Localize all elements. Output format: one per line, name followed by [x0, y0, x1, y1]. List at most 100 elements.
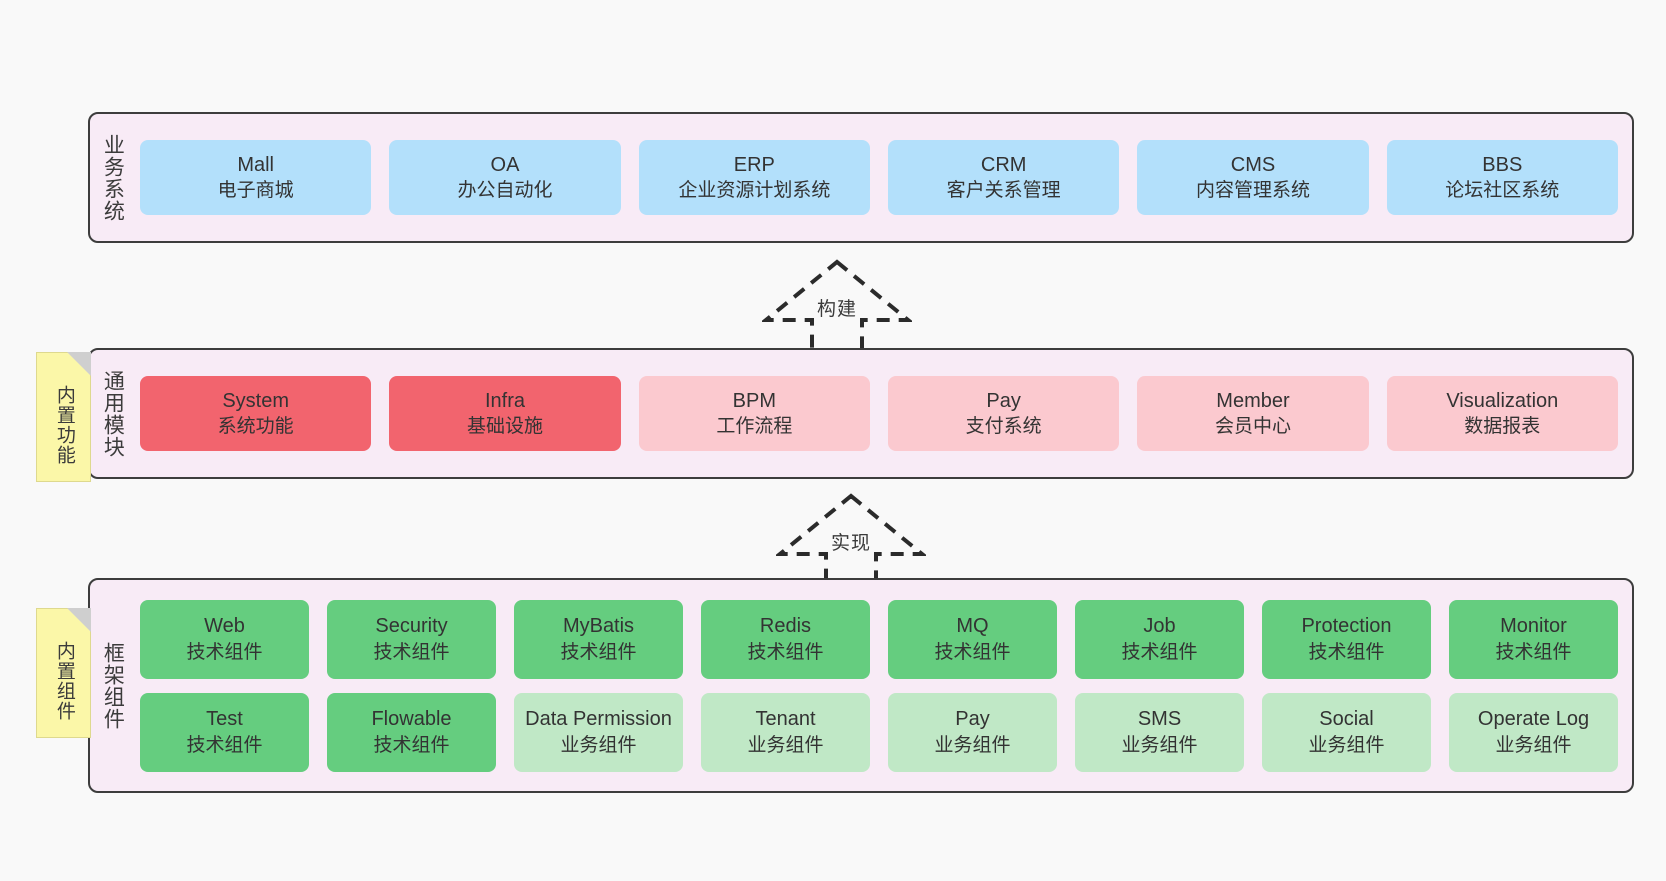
card-en-label: Tenant	[755, 708, 816, 731]
card-en-label: Flowable	[371, 708, 452, 731]
business-row: Mall 电子商城 OA 办公自动化 ERP 企业资源计划系统 CRM 客户关系…	[140, 140, 1618, 215]
card-en-label: Pay	[955, 708, 990, 731]
card-en-label: CRM	[980, 153, 1027, 176]
card-en-label: Mall	[237, 153, 274, 176]
card-en-label: Operate Log	[1477, 708, 1590, 731]
card-en-label: Member	[1216, 389, 1290, 412]
layer-body-framework: Web 技术组件 Security 技术组件 MyBatis 技术组件 Redi…	[134, 580, 1632, 791]
common-row: System 系统功能 Infra 基础设施 BPM 工作流程 Pay 支付系统…	[140, 376, 1618, 451]
generalization-arrow-icon	[762, 259, 912, 352]
business-card-crm[interactable]: CRM 客户关系管理	[887, 140, 1120, 215]
card-en-label: Infra	[484, 389, 525, 412]
card-cn-label: 业务组件	[934, 734, 1011, 756]
card-cn-label: 业务组件	[1308, 734, 1385, 756]
layer-body-business: Mall 电子商城 OA 办公自动化 ERP 企业资源计划系统 CRM 客户关系…	[134, 114, 1632, 241]
card-en-label: BPM	[732, 389, 776, 412]
common-card-visualization[interactable]: Visualization 数据报表	[1386, 376, 1618, 451]
card-en-label: BBS	[1482, 153, 1523, 176]
framework-row-tech: Web 技术组件 Security 技术组件 MyBatis 技术组件 Redi…	[140, 599, 1618, 679]
card-en-label: SMS	[1137, 708, 1182, 731]
card-cn-label: 企业资源计划系统	[678, 180, 831, 202]
framework-card-security[interactable]: Security 技术组件	[327, 599, 496, 679]
business-card-oa[interactable]: OA 办公自动化	[389, 140, 621, 215]
framework-card-job[interactable]: Job 技术组件	[1075, 599, 1244, 679]
card-cn-label: 业务组件	[560, 734, 637, 756]
card-cn-label: 基础设施	[466, 416, 543, 438]
card-cn-label: 技术组件	[186, 641, 263, 663]
common-card-bpm[interactable]: BPM 工作流程	[638, 376, 870, 451]
card-cn-label: 客户关系管理	[946, 180, 1061, 202]
card-en-label: Test	[206, 708, 243, 731]
layer-body-common: System 系统功能 Infra 基础设施 BPM 工作流程 Pay 支付系统…	[134, 350, 1632, 477]
layer-title-common: 通用模块	[101, 369, 125, 458]
framework-card-social[interactable]: Social 业务组件	[1262, 692, 1431, 772]
sticky-note-builtin-functions: 内置功能	[36, 352, 91, 482]
card-en-label: MyBatis	[562, 615, 635, 638]
framework-card-test[interactable]: Test 技术组件	[140, 692, 309, 772]
layer-title-business: 业务系统	[101, 133, 125, 222]
framework-card-flowable[interactable]: Flowable 技术组件	[327, 692, 496, 772]
card-en-label: Redis	[759, 615, 812, 638]
common-card-infra[interactable]: Infra 基础设施	[389, 376, 621, 451]
card-cn-label: 内容管理系统	[1195, 180, 1310, 202]
card-cn-label: 电子商城	[217, 180, 294, 202]
card-cn-label: 业务组件	[747, 734, 824, 756]
card-en-label: Social	[1319, 708, 1374, 731]
card-en-label: Pay	[986, 389, 1021, 412]
card-cn-label: 工作流程	[716, 416, 793, 438]
card-en-label: Monitor	[1500, 615, 1567, 638]
business-card-erp[interactable]: ERP 企业资源计划系统	[638, 140, 870, 215]
sticky-note-builtin-components: 内置组件	[36, 608, 91, 738]
card-en-label: System	[222, 389, 289, 412]
card-cn-label: 技术组件	[1495, 641, 1572, 663]
framework-card-redis[interactable]: Redis 技术组件	[701, 599, 870, 679]
card-cn-label: 技术组件	[373, 641, 450, 663]
card-cn-label: 支付系统	[965, 416, 1042, 438]
card-cn-label: 技术组件	[747, 641, 824, 663]
card-en-label: CMS	[1230, 153, 1276, 176]
card-cn-label: 业务组件	[1121, 734, 1198, 756]
framework-card-pay[interactable]: Pay 业务组件	[888, 692, 1057, 772]
framework-card-web[interactable]: Web 技术组件	[140, 599, 309, 679]
business-card-cms[interactable]: CMS 内容管理系统	[1137, 140, 1369, 215]
card-en-label: Visualization	[1446, 389, 1559, 412]
card-cn-label: 办公自动化	[457, 180, 553, 202]
framework-row-biz: Test 技术组件 Flowable 技术组件 Data Permission …	[140, 692, 1618, 772]
connector-implement: 实现	[776, 492, 926, 588]
common-card-system[interactable]: System 系统功能	[140, 376, 372, 451]
card-en-label: Data Permission	[525, 708, 672, 731]
card-cn-label: 技术组件	[560, 641, 637, 663]
card-en-label: Security	[375, 615, 448, 638]
framework-card-protection[interactable]: Protection 技术组件	[1262, 599, 1431, 679]
layer-business-systems: 业务系统 Mall 电子商城 OA 办公自动化 ERP 企业资源计划系统 CRM…	[88, 112, 1634, 243]
framework-card-sms[interactable]: SMS 业务组件	[1075, 692, 1244, 772]
card-cn-label: 技术组件	[373, 734, 450, 756]
card-cn-label: 会员中心	[1214, 416, 1291, 438]
framework-card-monitor[interactable]: Monitor 技术组件	[1449, 599, 1618, 679]
framework-card-mybatis[interactable]: MyBatis 技术组件	[514, 599, 683, 679]
framework-card-mq[interactable]: MQ 技术组件	[888, 599, 1057, 679]
card-cn-label: 技术组件	[934, 641, 1011, 663]
layer-title-framework: 框架组件	[101, 641, 125, 730]
card-cn-label: 系统功能	[217, 416, 294, 438]
card-en-label: OA	[490, 153, 520, 176]
card-en-label: Job	[1143, 615, 1176, 638]
framework-card-data-permission[interactable]: Data Permission 业务组件	[514, 692, 683, 772]
business-card-mall[interactable]: Mall 电子商城	[140, 140, 372, 215]
card-cn-label: 技术组件	[186, 734, 263, 756]
framework-card-operate-log[interactable]: Operate Log 业务组件	[1449, 692, 1618, 772]
layer-common-modules: 通用模块 System 系统功能 Infra 基础设施 BPM 工作流程 Pay…	[88, 348, 1634, 479]
card-en-label: MQ	[956, 615, 989, 638]
card-en-label: ERP	[733, 153, 775, 176]
business-card-bbs[interactable]: BBS 论坛社区系统	[1386, 140, 1618, 215]
card-cn-label: 技术组件	[1308, 641, 1385, 663]
common-card-member[interactable]: Member 会员中心	[1137, 376, 1369, 451]
card-en-label: Web	[204, 615, 245, 638]
connector-build: 构建	[762, 258, 912, 354]
card-en-label: Protection	[1301, 615, 1392, 638]
common-card-pay[interactable]: Pay 支付系统	[887, 376, 1120, 451]
card-cn-label: 业务组件	[1495, 734, 1572, 756]
card-cn-label: 论坛社区系统	[1445, 180, 1560, 202]
layer-framework-components: 框架组件 Web 技术组件 Security 技术组件 MyBatis 技术组件…	[88, 578, 1634, 793]
framework-card-tenant[interactable]: Tenant 业务组件	[701, 692, 870, 772]
